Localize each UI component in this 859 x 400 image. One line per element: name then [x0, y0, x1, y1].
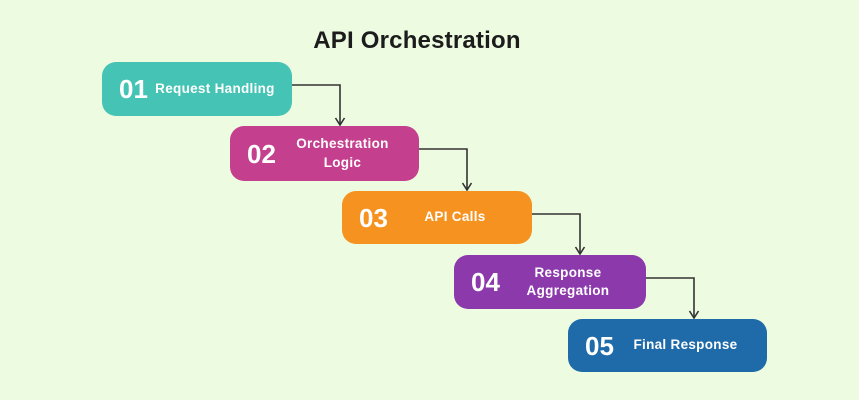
connector-line: [292, 84, 341, 125]
step-number: 04: [471, 267, 500, 297]
diagram-title: API Orchestration: [313, 27, 521, 54]
step-label: Request Handling: [155, 80, 275, 96]
step-number: 05: [585, 330, 614, 361]
step-box-05: 05 Final Response: [568, 319, 767, 372]
step-box-03: 03 API Calls: [342, 191, 532, 244]
step-number: 03: [359, 202, 388, 233]
connector-arrowhead: [574, 246, 586, 256]
connector-arrowhead: [688, 310, 700, 320]
step-label: API Calls: [424, 209, 486, 225]
connector-line: [419, 148, 468, 190]
connector-arrowhead: [334, 117, 346, 127]
connector-line: [532, 213, 581, 254]
step-label: Orchestration Logic: [296, 136, 389, 170]
step-label: Response Aggregation: [526, 264, 610, 298]
step-box-02: 02 Orchestration Logic: [230, 126, 419, 181]
connector-line: [646, 277, 695, 318]
step-box-04: 04 Response Aggregation: [454, 255, 646, 309]
connector-arrowhead: [461, 182, 473, 192]
step-number: 02: [247, 138, 276, 169]
step-box-01: 01 Request Handling: [102, 62, 292, 116]
step-label: Final Response: [633, 337, 738, 353]
step-number: 01: [119, 74, 148, 104]
